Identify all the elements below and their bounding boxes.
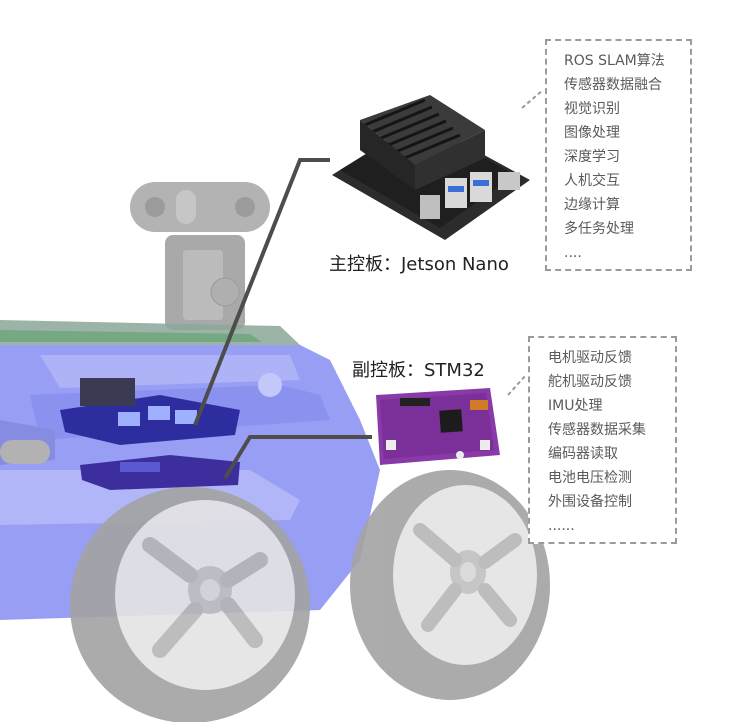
feature-item: 外围设备控制 (548, 494, 632, 510)
sub-board-feature-box: 电机驱动反馈 舵机驱动反馈 IMU处理 传感器数据采集 编码器读取 电池电压检测… (528, 336, 677, 544)
camera-mast (165, 235, 245, 330)
stm32-board-installed (80, 455, 240, 490)
feature-item: 图像处理 (564, 125, 620, 141)
feature-item: 视觉识别 (564, 101, 620, 117)
feature-item: 电机驱动反馈 (548, 350, 632, 366)
feature-item: 深度学习 (564, 149, 620, 165)
feature-item: ROS SLAM算法 (564, 53, 665, 69)
main-board-label: 主控板：Jetson Nano (329, 254, 509, 275)
main-board-feature-box: ROS SLAM算法 传感器数据融合 视觉识别 图像处理 深度学习 人机交互 边… (545, 39, 692, 271)
right-wheel (350, 470, 550, 700)
main-board-leader-line (193, 158, 330, 426)
feature-item: .... (564, 245, 582, 261)
feature-item: IMU处理 (548, 398, 603, 414)
feature-item: ...... (548, 518, 575, 534)
feature-item: 电池电压检测 (548, 470, 632, 486)
feature-item: 传感器数据融合 (564, 77, 662, 93)
jetson-nano-board (332, 95, 530, 240)
stm32-board (376, 388, 500, 465)
main-board-feature-list: ROS SLAM算法 传感器数据融合 视觉识别 图像处理 深度学习 人机交互 边… (564, 49, 690, 265)
feature-item: 舵机驱动反馈 (548, 374, 632, 390)
feature-item: 人机交互 (564, 173, 620, 189)
top-deck (0, 320, 300, 345)
feature-item: 编码器读取 (548, 446, 618, 462)
feature-item: 传感器数据采集 (548, 422, 646, 438)
main-callout-connector (521, 89, 544, 109)
sub-board-label: 副控板：STM32 (352, 360, 485, 381)
sub-board-feature-list: 电机驱动反馈 舵机驱动反馈 IMU处理 传感器数据采集 编码器读取 电池电压检测… (548, 346, 675, 538)
jetson-board-installed (60, 378, 240, 445)
left-wheel (70, 487, 310, 722)
feature-item: 多任务处理 (564, 221, 634, 237)
depth-camera (130, 182, 270, 232)
sub-callout-connector (507, 374, 527, 396)
sub-board-leader-line (223, 435, 372, 480)
feature-item: 边缘计算 (564, 197, 620, 213)
